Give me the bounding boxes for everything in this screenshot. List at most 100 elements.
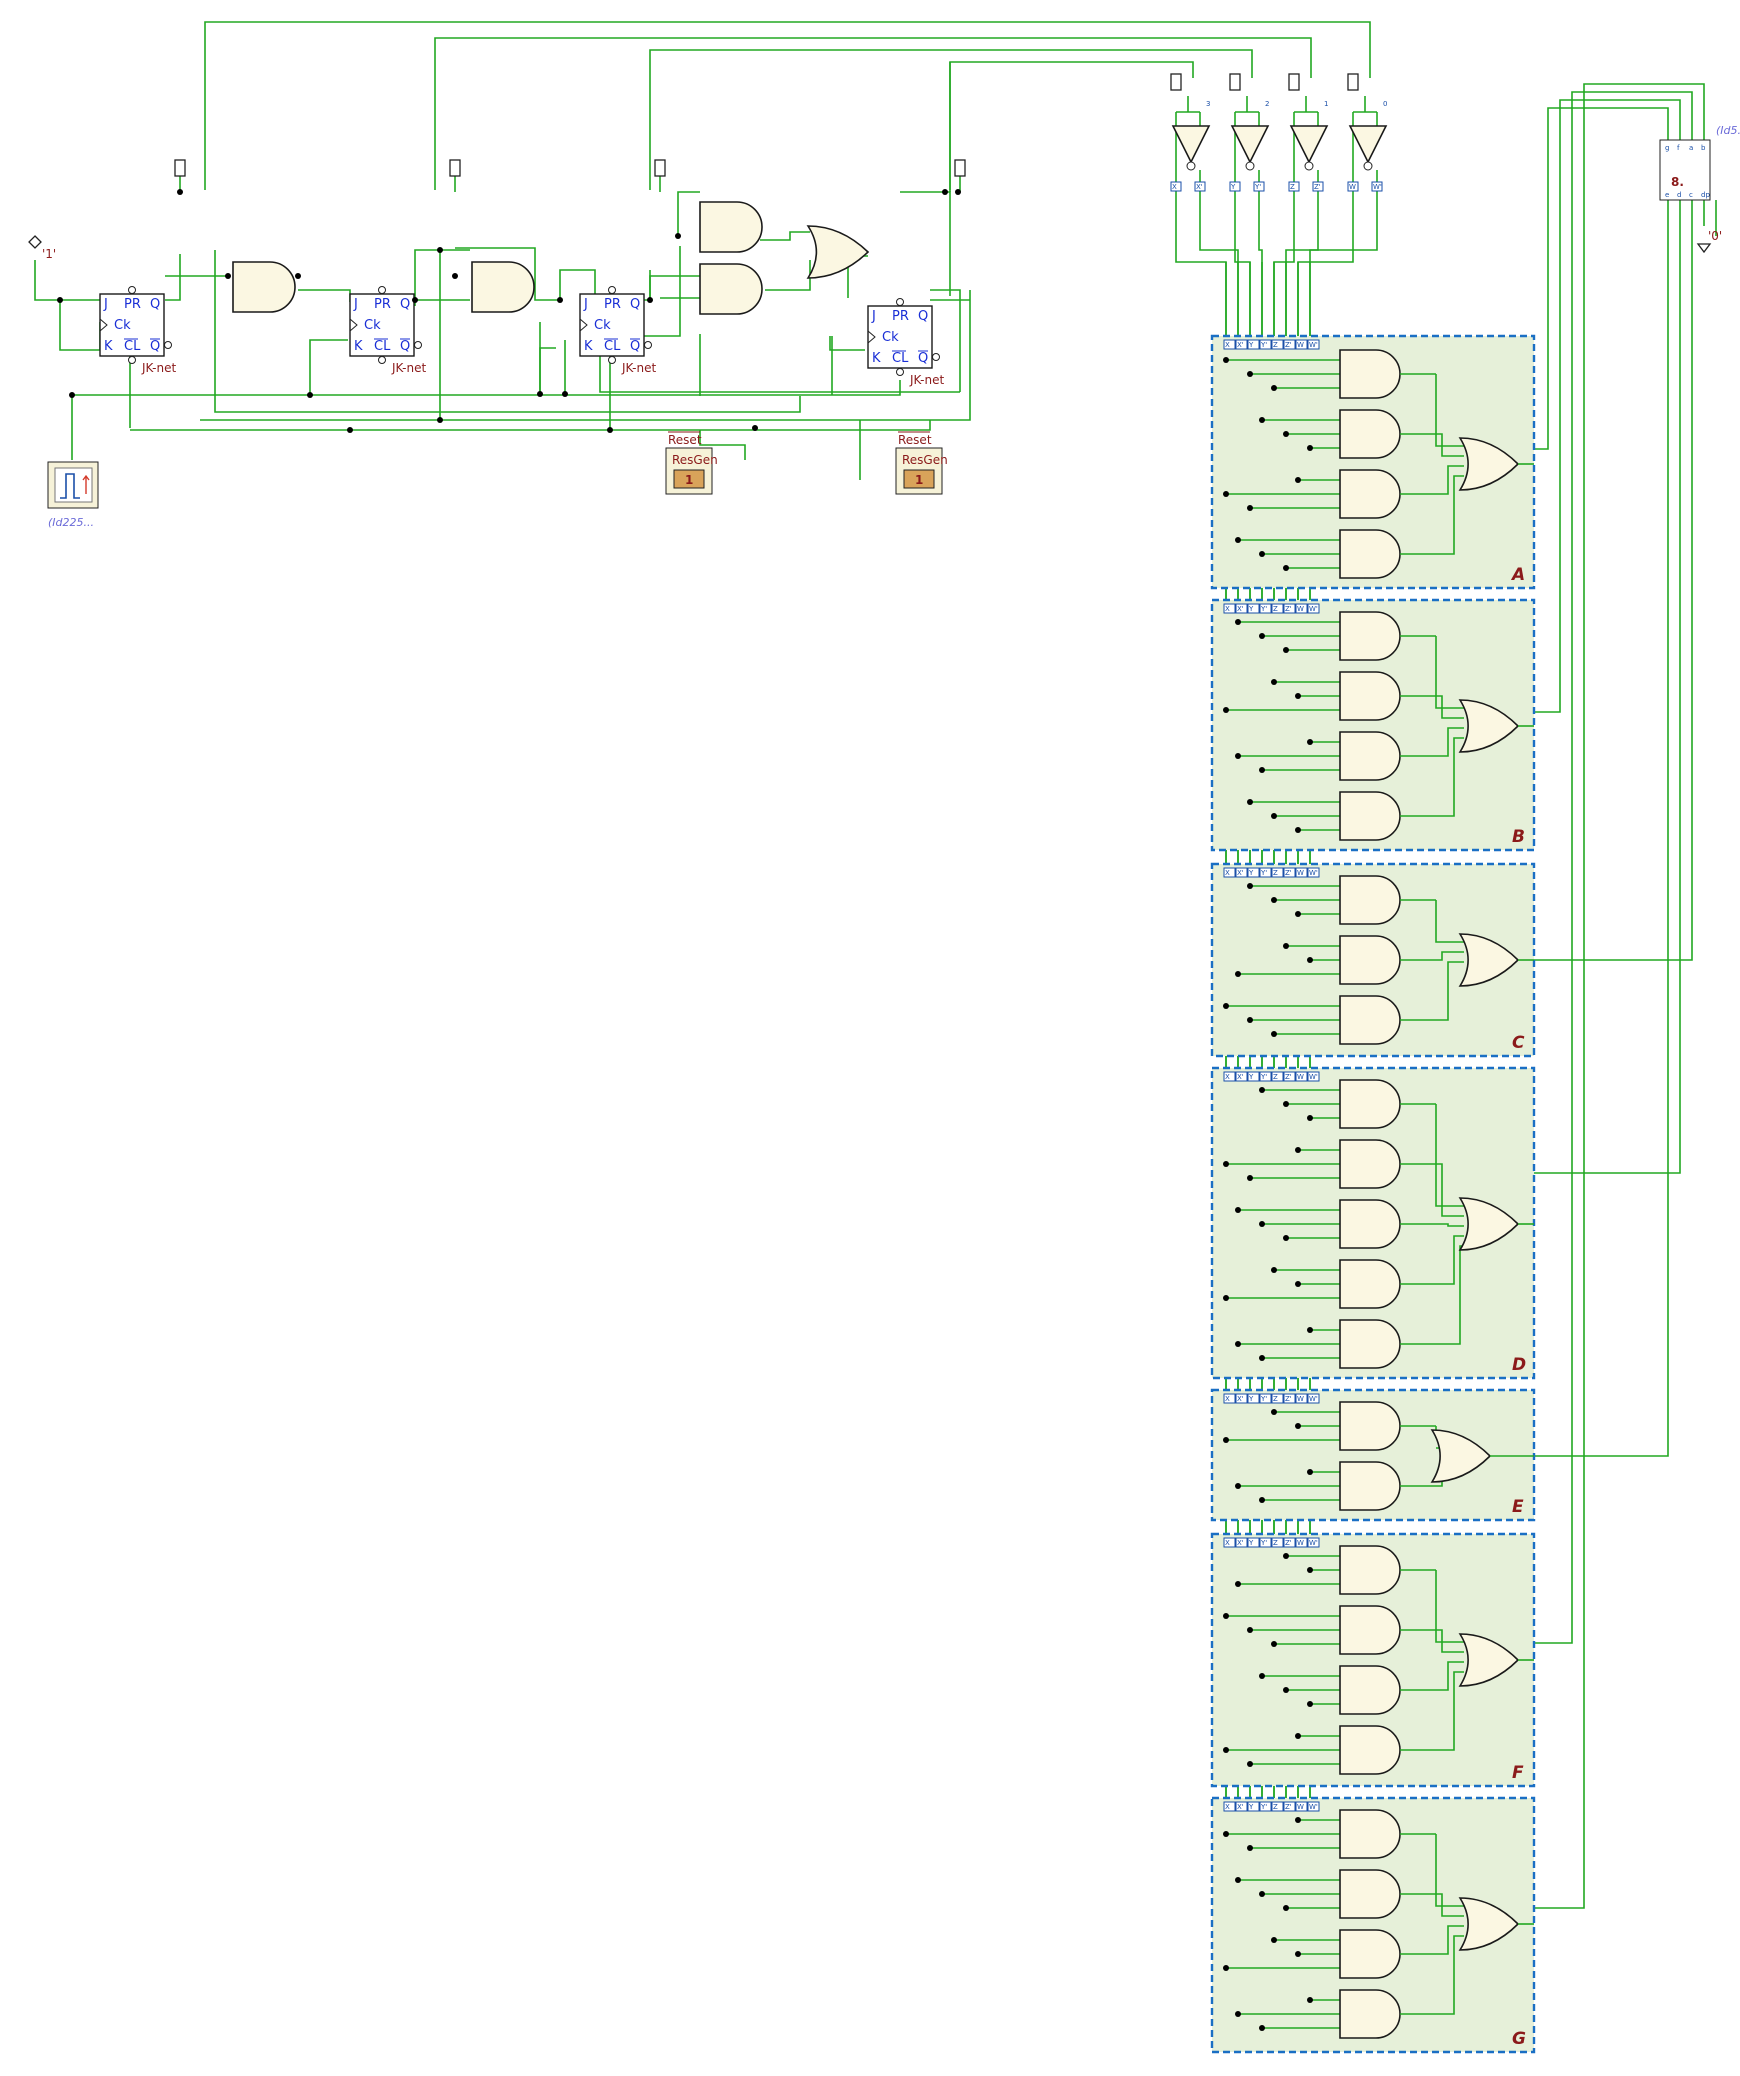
constant-zero-label: '0' xyxy=(1708,229,1722,243)
junction-dot xyxy=(307,392,313,398)
bus-pin-label: W' xyxy=(1309,1073,1318,1081)
junction-dot xyxy=(1223,1747,1229,1753)
and-gate xyxy=(1339,1929,1401,1979)
bus-pin xyxy=(1271,1537,1284,1548)
display-pin-top: b xyxy=(1701,144,1706,152)
flipflop-body xyxy=(349,293,415,357)
bus-pin xyxy=(1307,1071,1320,1082)
clock-waveform-icon xyxy=(60,473,80,499)
bus-pin xyxy=(1259,1071,1272,1082)
junction-dot xyxy=(647,297,653,303)
bus-pin xyxy=(1247,1537,1260,1548)
reset-label: ResGen xyxy=(902,453,948,467)
bus-pin-label: W xyxy=(1297,1395,1304,1403)
flipflop-name: JK-net xyxy=(391,361,426,375)
wire xyxy=(1436,951,1464,961)
flipflop-body xyxy=(579,293,645,357)
qbar-bubble xyxy=(644,341,652,349)
reset-value: 1 xyxy=(685,473,693,487)
inverter-body xyxy=(1348,125,1388,164)
bus-pin xyxy=(1223,603,1236,614)
or-gate xyxy=(806,225,870,279)
reset-title: Reset xyxy=(668,433,702,447)
junction-dot xyxy=(1283,1101,1289,1107)
reset-label: ResGen xyxy=(672,453,718,467)
wire xyxy=(1436,1223,1464,1227)
bus-pin xyxy=(1283,339,1296,350)
wire xyxy=(1436,1925,1464,1955)
and-gate xyxy=(1339,731,1401,781)
bus-pin-label: Y xyxy=(1248,605,1254,613)
junction-dot xyxy=(412,297,418,303)
inverter-pin xyxy=(1347,181,1359,192)
junction-dot xyxy=(177,189,183,195)
wire xyxy=(1436,433,1464,457)
junction-dot xyxy=(1247,883,1253,889)
reset-value: 1 xyxy=(915,473,923,487)
junction-dot xyxy=(1235,1483,1241,1489)
junction-dot xyxy=(1235,2011,1241,2017)
junction-dot xyxy=(1223,707,1229,713)
junction-dot xyxy=(1247,1175,1253,1181)
inverter-pin-label: Y xyxy=(1230,183,1236,191)
inverter-bubble xyxy=(1186,161,1196,171)
pin-preset: PR xyxy=(124,297,141,312)
inverter-index: 2 xyxy=(1265,100,1269,108)
junction-dot xyxy=(1307,1327,1313,1333)
wire xyxy=(1435,1104,1464,1207)
bus-pin xyxy=(1247,1071,1260,1082)
pin-qbar: Q xyxy=(918,351,928,366)
probe-marker xyxy=(174,159,186,177)
bus-pin xyxy=(1259,1537,1272,1548)
probe-marker xyxy=(1170,73,1182,91)
group-label: E xyxy=(1512,1497,1524,1517)
clock-triangle xyxy=(99,318,108,332)
wire xyxy=(1495,200,1669,1457)
wire xyxy=(1518,83,1705,1909)
junction-dot xyxy=(1295,477,1301,483)
pin-q: Q xyxy=(400,297,410,312)
bus-pin-label: Z' xyxy=(1285,869,1292,877)
clear-bubble xyxy=(378,356,386,364)
and-gate xyxy=(1339,1401,1401,1451)
bus-pin xyxy=(1223,1393,1236,1404)
bus-pin-label: Y' xyxy=(1260,869,1267,877)
bus-pin-label: Y' xyxy=(1260,341,1267,349)
bus-pin-label: X' xyxy=(1237,1539,1244,1547)
wire xyxy=(1436,1235,1464,1285)
junction-dot xyxy=(1283,565,1289,571)
and-gate xyxy=(1339,935,1401,985)
or-gate xyxy=(1458,437,1520,491)
pin-preset: PR xyxy=(604,297,621,312)
and-gate xyxy=(232,261,296,313)
junction-dot xyxy=(1235,1877,1241,1883)
junction-dot xyxy=(675,233,681,239)
bus-pin-label: W xyxy=(1297,1539,1304,1547)
and-gate xyxy=(1339,1605,1401,1655)
junction-dot xyxy=(1307,957,1313,963)
bus-pin-label: Z' xyxy=(1285,341,1292,349)
bus-pin xyxy=(1259,603,1272,614)
wire xyxy=(204,21,1371,190)
wire xyxy=(165,254,181,301)
clear-bubble xyxy=(608,356,616,364)
group-label: C xyxy=(1512,1033,1525,1053)
wire xyxy=(71,380,901,460)
bus-pin xyxy=(1235,1393,1248,1404)
or-gate xyxy=(1458,1897,1520,1951)
junction-dot xyxy=(557,297,563,303)
bus-pin xyxy=(1271,867,1284,878)
flipflop-name: JK-net xyxy=(621,361,656,375)
junction-dot xyxy=(537,391,543,397)
pin-clock: Ck xyxy=(594,318,611,333)
pin-k: K xyxy=(584,339,593,354)
bus-pin-label: W' xyxy=(1309,605,1318,613)
display-pin-top: f xyxy=(1677,144,1680,152)
bus-pin xyxy=(1271,1393,1284,1404)
junction-dot xyxy=(1223,1613,1229,1619)
display-pin-bottom: d xyxy=(1677,191,1681,199)
inverter-pin xyxy=(1312,181,1324,192)
